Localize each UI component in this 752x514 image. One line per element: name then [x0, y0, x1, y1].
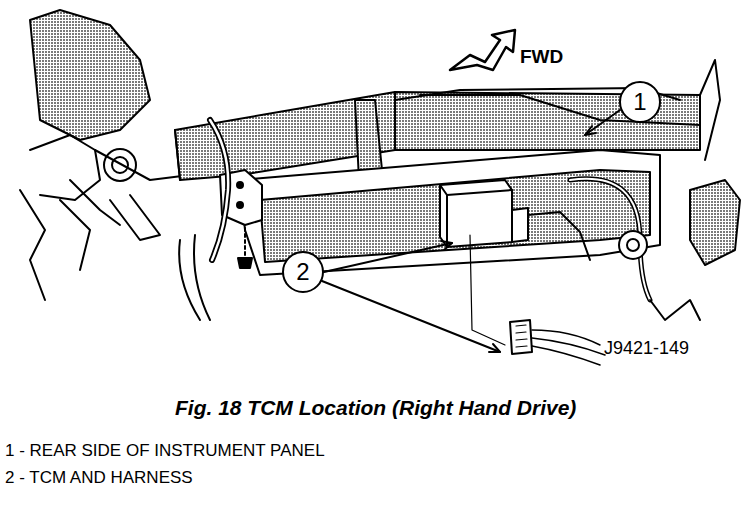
figure-code: J9421-149: [604, 338, 689, 359]
callout-number: 2: [296, 260, 309, 284]
key-line: 1 - REAR SIDE OF INSTRUMENT PANEL: [5, 441, 325, 461]
direction-label: FWD: [520, 46, 563, 68]
callout-circle: 2: [282, 251, 324, 293]
key-line: 2 - TCM AND HARNESS: [5, 468, 193, 488]
callout-number: 1: [633, 90, 646, 114]
figure-caption: Fig. 18 TCM Location (Right Hand Drive): [175, 396, 576, 420]
callout-circle: 1: [619, 81, 661, 123]
